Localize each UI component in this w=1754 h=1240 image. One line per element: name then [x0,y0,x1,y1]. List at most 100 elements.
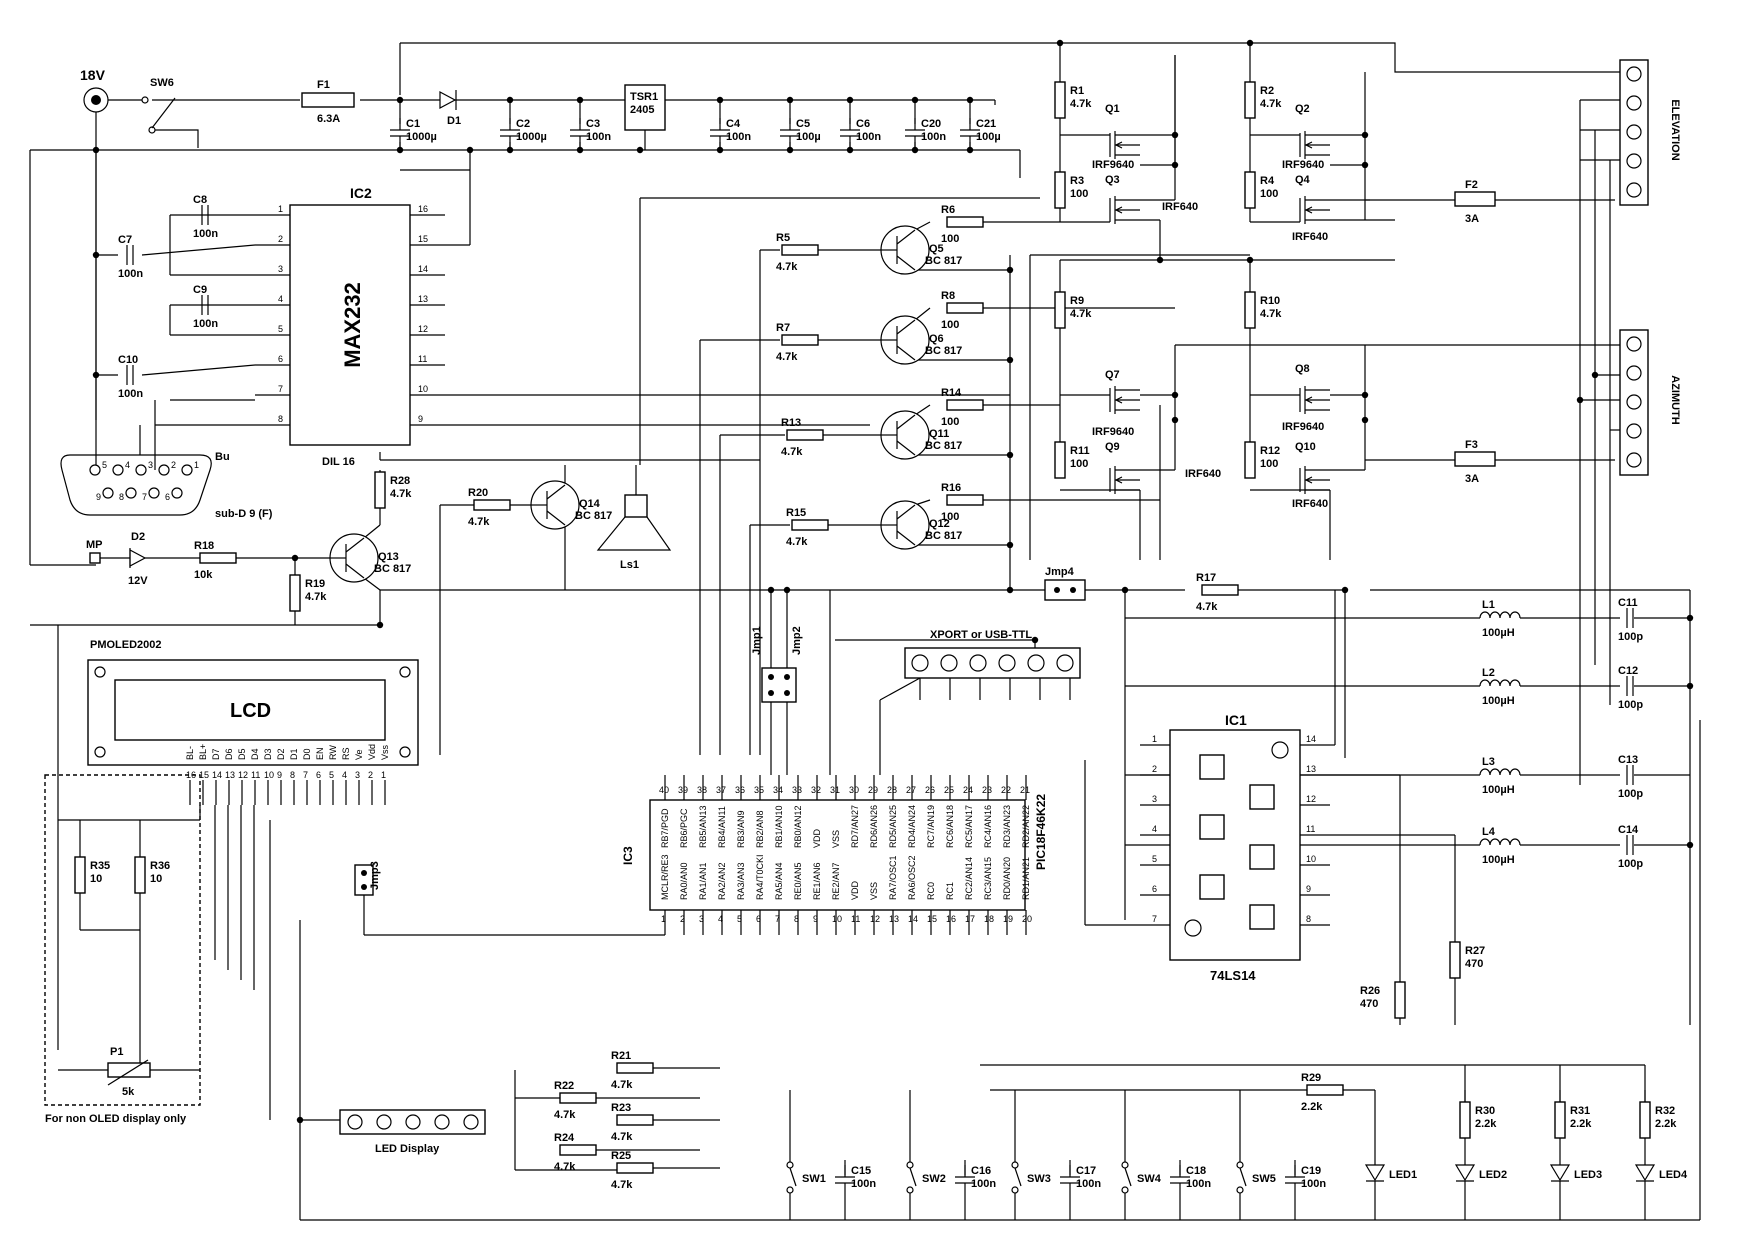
ic2-pin: 3 [278,264,283,274]
lcd-pin-number: 6 [316,770,321,780]
capacitor-label: C11 [1618,597,1638,609]
lcd-pin-name: RW [328,745,338,760]
resistor-r28 [374,471,386,509]
ic3-pin-name: RB5/AN13 [698,805,708,848]
ic3-pin: 20 [1022,914,1032,924]
switch-label: SW3 [1027,1173,1051,1185]
junction-dot [576,146,584,154]
mosfet-type: IRF9640 [1092,159,1134,171]
resistor-r17 [1201,584,1239,596]
resistor-r24 [559,1144,597,1156]
potentiometer-wiper [107,1059,149,1086]
sub-d-pin-number: 2 [171,460,176,470]
led-label: LED2 [1479,1169,1507,1181]
ic3-pin: 27 [906,785,916,795]
switch-contact [148,126,156,134]
switch-contact [906,1161,914,1169]
bjt-label: Q5 [929,243,944,255]
ic2-pin: 2 [278,234,283,244]
junction-dot [1686,682,1694,690]
ic3-pin-name: RB6/PGC [679,808,689,848]
mosfet-label: Q2 [1295,103,1310,115]
regulator-value: 2405 [630,104,654,116]
ic3-pin-name: RD1/AN21 [1021,857,1031,900]
xport-label: XPORT or USB-TTL [930,629,1032,641]
switch-contact [1121,1161,1129,1169]
capacitor-value: 100n [921,131,946,143]
resistor-r22 [559,1092,597,1104]
lcd-pin-name: BL+ [198,744,208,760]
ic3-pin: 3 [699,914,704,924]
header-pin [463,1114,479,1130]
capacitor-label: C18 [1186,1165,1206,1177]
fuse-f1 [301,92,355,108]
resistor-r14 [946,399,984,411]
junction-dot [1056,39,1064,47]
junction-dot [1576,396,1584,404]
capacitor-value: 100µ [976,131,1001,143]
ic2-pin: 14 [418,264,428,274]
resistor-r4 [1244,171,1256,209]
junction-dot [396,96,404,104]
ic3-pin: 33 [792,785,802,795]
lcd-pin-number: 12 [238,770,248,780]
ic3-pin: 1 [661,914,666,924]
resistor-value: 10 [150,873,162,885]
lcd-pin-number: 7 [303,770,308,780]
header-pin [347,1114,363,1130]
bjt-collector [345,537,365,553]
capacitor-label: C9 [193,284,207,296]
jumper-jmp4 [1044,579,1086,601]
ic3-pin: 29 [868,785,878,795]
capacitor-value: 100n [1186,1178,1211,1190]
wire [141,364,256,376]
ic3-pin-name: RD0/AN20 [1002,857,1012,900]
wire [879,677,921,701]
ic3-pin-name: MCLR/RE3 [660,854,670,900]
ic3-pin-name: RB1/AN10 [774,805,784,848]
ic3-pin: 31 [830,785,840,795]
lcd-pin-number: 14 [212,770,222,780]
header-pin [434,1114,450,1130]
sub-d-pin-number: 3 [148,460,153,470]
mount-hole [399,746,411,758]
resistor-value: 2.2k [1475,1118,1497,1130]
mosfet-type: IRF640 [1185,468,1221,480]
resistor-label: R27 [1465,945,1485,957]
terminal-pin [1626,394,1642,410]
capacitor-label: C14 [1618,824,1639,836]
capacitor-label: C20 [921,118,941,130]
schmitt-inverter [1249,904,1275,930]
resistor-r23 [616,1114,654,1126]
capacitor-label: C13 [1618,754,1638,766]
ic3-pin-name: RB7/PGD [660,808,670,848]
regulator-tsr1 [624,84,666,131]
bjt-collector [896,319,916,335]
pot-value: 5k [122,1086,135,1098]
ic3-pin: 10 [832,914,842,924]
bjt-type: BC 817 [925,530,962,542]
wiring [29,39,1701,1221]
resistor-r10 [1244,291,1256,329]
lcd-pin-name: D0 [302,748,312,760]
jumper-pin [361,870,367,876]
switch-lever [909,1167,917,1187]
resistor-value: 4.7k [305,591,327,603]
resistor-r20 [473,499,511,511]
ic1-pin: 3 [1152,794,1157,804]
mosfet-label: Q7 [1105,369,1120,381]
ic3-pin: 34 [773,785,783,795]
lcd-pin-name: D1 [289,748,299,760]
header-pin [969,654,987,672]
lcd-pin-number: 10 [264,770,274,780]
junction-dot [1121,586,1129,594]
header-pin [1056,654,1074,672]
resistor-value: 4.7k [1260,308,1282,320]
capacitor-value: 100n [851,1178,876,1190]
lcd-pin-name: BL- [185,746,195,760]
resistor-label: R6 [941,204,955,216]
ic3-pin-name: RD5/AN25 [888,805,898,848]
diode-d1 [439,91,457,109]
bjt-emitter [896,530,916,546]
